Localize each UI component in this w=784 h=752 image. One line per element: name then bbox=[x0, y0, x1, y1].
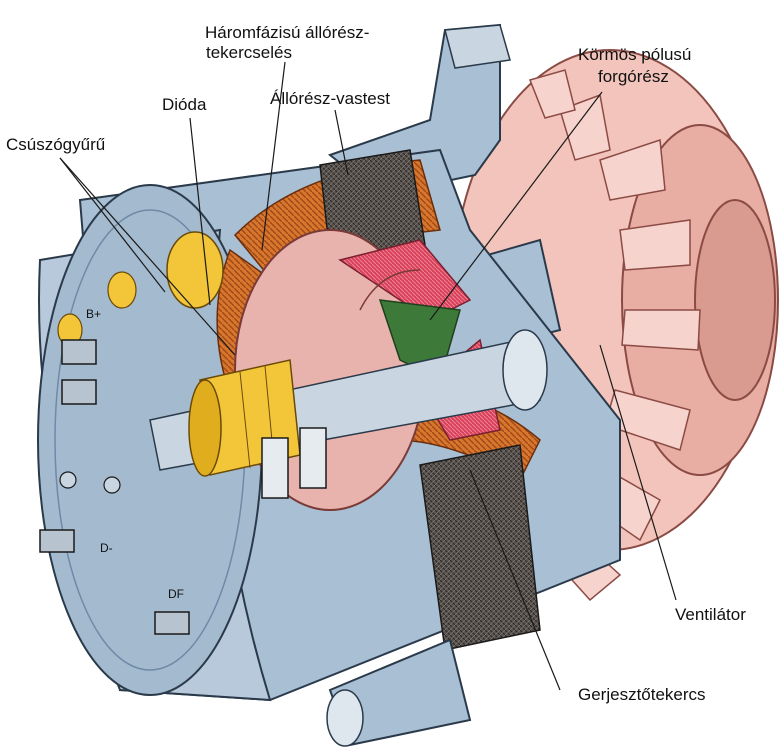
label-diode: Dióda bbox=[162, 95, 207, 114]
pulley-hub bbox=[694, 199, 776, 401]
leader-lines bbox=[59, 61, 677, 691]
label-claw-rotor-line2: forgórész bbox=[598, 67, 669, 86]
label-fan: Ventilátor bbox=[675, 605, 746, 624]
diodes bbox=[57, 231, 224, 347]
terminal-mark-minus: D- bbox=[100, 541, 113, 555]
stator-core bbox=[319, 149, 541, 651]
label-excitation-coil: Gerjesztőtekercs bbox=[578, 685, 706, 704]
terminal-mark-plus: B+ bbox=[86, 307, 101, 321]
label-claw-rotor-line1: Körmös pólusú bbox=[578, 45, 691, 64]
label-stator-winding-line2: tekercselés bbox=[206, 43, 292, 62]
terminals bbox=[39, 339, 190, 635]
terminal-mark-df: DF bbox=[168, 587, 184, 601]
brushes bbox=[261, 427, 327, 499]
label-slip-ring: Csúszógyűrű bbox=[6, 135, 105, 154]
label-stator-core: Állórész-vastest bbox=[270, 89, 390, 108]
label-stator-winding-line1: Háromfázisú állórész- bbox=[205, 23, 369, 42]
mounting-lug bbox=[326, 638, 472, 747]
